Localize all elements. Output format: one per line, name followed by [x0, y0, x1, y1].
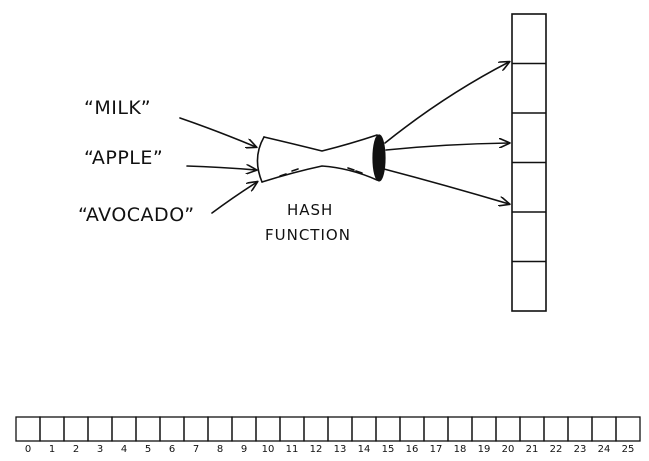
- array-index-label: 15: [382, 444, 395, 455]
- array-cell: [375, 416, 401, 442]
- array-cell: [63, 416, 89, 442]
- hash-function-label-line2: FUNCTION: [265, 226, 351, 244]
- arrow-hash-to-slot-1: [384, 62, 509, 144]
- array-cell: [447, 416, 473, 442]
- array-cell: [543, 416, 569, 442]
- array-index-label: 24: [598, 444, 611, 455]
- array-cell: [303, 416, 329, 442]
- array-index-label: 20: [502, 444, 515, 455]
- array-index-label: 4: [121, 444, 127, 455]
- array-cell: [519, 416, 545, 442]
- input-label-avocado: “AVOCADO”: [78, 204, 195, 226]
- input-label-milk: “MILK”: [84, 97, 151, 119]
- array-cell: [255, 416, 281, 442]
- array-index-label: 12: [310, 444, 323, 455]
- hash-function-label-line1: HASH: [287, 201, 333, 219]
- array-cell: [279, 416, 305, 442]
- array-index-label: 2: [73, 444, 79, 455]
- array-cell: [111, 416, 137, 442]
- array-index-label: 8: [217, 444, 223, 455]
- array-index-label: 22: [550, 444, 563, 455]
- array-index-label: 9: [241, 444, 247, 455]
- array-index-label: 0: [25, 444, 31, 455]
- array-index-label: 19: [478, 444, 491, 455]
- array-cell: [471, 416, 497, 442]
- array-cell: [183, 416, 209, 442]
- vertical-array: [511, 13, 547, 312]
- array-index-label: 21: [526, 444, 539, 455]
- arrow-apple-to-hash: [186, 166, 256, 170]
- array-cell: [135, 416, 161, 442]
- arrow-hash-to-slot-3: [383, 168, 509, 204]
- array-index-label: 17: [430, 444, 443, 455]
- array-index-label: 10: [262, 444, 275, 455]
- array-cell: [591, 416, 617, 442]
- array-index-label: 25: [622, 444, 635, 455]
- array-cell: [231, 416, 257, 442]
- array-cell: [351, 416, 377, 442]
- array-index-label: 14: [358, 444, 371, 455]
- array-cell: [423, 416, 449, 442]
- array-index-label: 6: [169, 444, 175, 455]
- array-cell: [159, 416, 185, 442]
- hash-function-funnel-icon: [256, 134, 386, 183]
- array-cell: [567, 416, 593, 442]
- array-cell: [399, 416, 425, 442]
- array-index-label: 13: [334, 444, 347, 455]
- array-cell: [15, 416, 41, 442]
- array-index-label: 1: [49, 444, 55, 455]
- array-index-label: 7: [193, 444, 199, 455]
- array-index-label: 18: [454, 444, 467, 455]
- array-cell: [87, 416, 113, 442]
- arrow-avocado-to-hash: [211, 182, 257, 214]
- array-cell: [327, 416, 353, 442]
- array-cell: [39, 416, 65, 442]
- arrow-milk-to-hash: [179, 117, 256, 147]
- array-index-label: 16: [406, 444, 419, 455]
- array-cell: [207, 416, 233, 442]
- array-index-label: 5: [145, 444, 151, 455]
- array-cell: [615, 416, 641, 442]
- array-index-label: 3: [97, 444, 103, 455]
- array-index-label: 11: [286, 444, 299, 455]
- array-index-label: 23: [574, 444, 587, 455]
- arrow-hash-to-slot-2: [385, 143, 509, 151]
- input-label-apple: “APPLE”: [84, 147, 163, 169]
- array-cell: [495, 416, 521, 442]
